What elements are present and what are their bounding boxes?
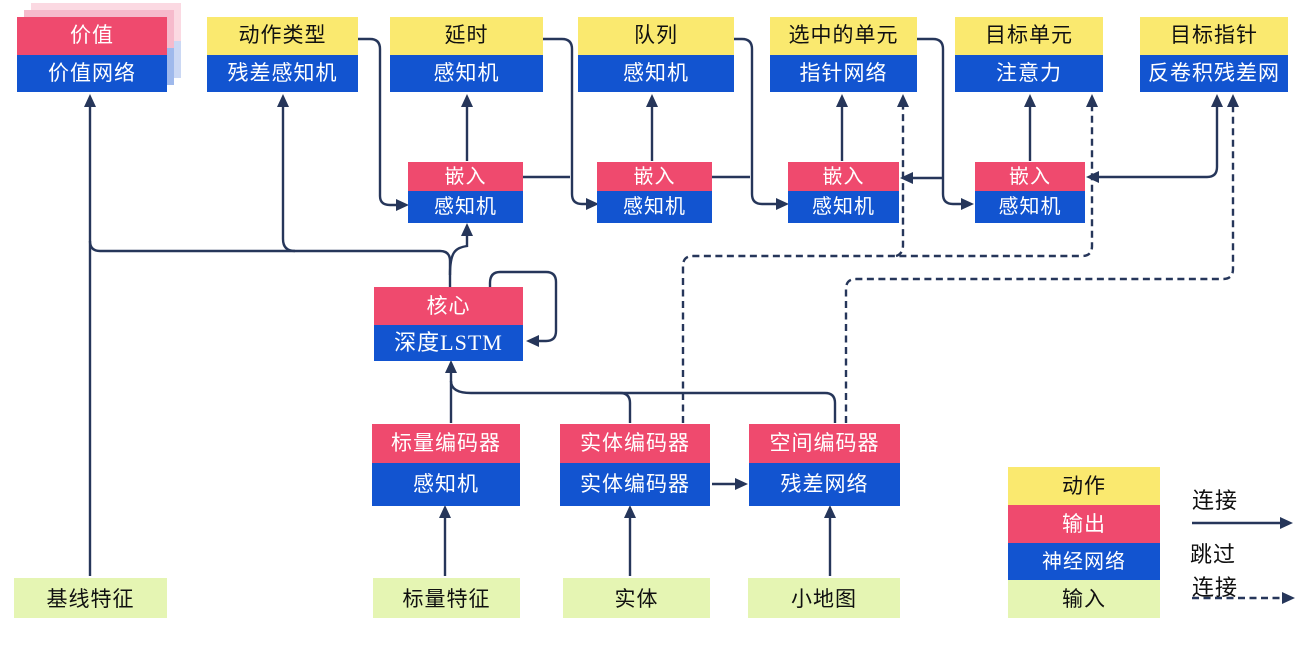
skip-spatial-to-target-point <box>844 94 1239 423</box>
spatial-encoder-label: 空间编码器 <box>749 424 900 463</box>
queue-network: 感知机 <box>578 54 734 92</box>
node-embed-2: 嵌入 感知机 <box>597 162 712 223</box>
edge-entity-encoder-merge <box>600 391 632 423</box>
node-embed-1: 嵌入 感知机 <box>408 162 523 223</box>
legend-action-label: 动作 <box>1008 467 1160 505</box>
action-type-label: 动作类型 <box>207 17 358 55</box>
legend-dashed-arrow-label-2: 连接 <box>1192 575 1239 600</box>
embed1-label: 嵌入 <box>408 162 523 191</box>
node-entity-encoder: 实体编码器 实体编码器 <box>560 424 710 506</box>
edge-action-type-to-embed1 <box>358 37 409 211</box>
input-baseline-features: 基线特征 <box>14 578 167 618</box>
edge-core-output-left <box>88 240 452 287</box>
value-network-label: 价值网络 <box>17 54 167 92</box>
spatial-encoder-network: 残差网络 <box>749 463 900 506</box>
edge-delay-to-embed2 <box>543 37 599 210</box>
node-scalar-encoder: 标量编码器 感知机 <box>372 424 520 506</box>
node-embed-3: 嵌入 感知机 <box>788 162 899 223</box>
node-action-type: 动作类型 残差感知机 <box>207 17 358 92</box>
core-network: 深度LSTM <box>374 325 523 361</box>
core-label: 核心 <box>374 287 523 325</box>
embed4-label: 嵌入 <box>975 162 1085 191</box>
edge-selected-units-to-embed4 <box>917 37 974 210</box>
input-minimap: 小地图 <box>748 578 900 618</box>
node-delay: 延时 感知机 <box>390 17 543 92</box>
node-target-unit: 目标单元 注意力 <box>955 17 1103 92</box>
embed3-network: 感知机 <box>788 191 899 223</box>
legend: 动作 输出 神经网络 输入 <box>1008 467 1160 618</box>
node-value: 价值 价值网络 <box>17 17 167 92</box>
node-queue: 队列 感知机 <box>578 17 734 92</box>
edge-spatial-encoder-merge <box>449 380 837 423</box>
scalar-encoder-label: 标量编码器 <box>372 424 520 463</box>
embed2-network: 感知机 <box>597 191 712 223</box>
node-target-point: 目标指针 反卷积残差网 <box>1140 17 1288 92</box>
legend-network-label: 神经网络 <box>1008 543 1160 580</box>
delay-label: 延时 <box>390 17 543 55</box>
edge-core-to-action-type <box>277 94 296 253</box>
selected-units-label: 选中的单元 <box>770 17 917 55</box>
target-unit-label: 目标单元 <box>955 17 1103 55</box>
scalar-encoder-network: 感知机 <box>372 463 520 506</box>
delay-network: 感知机 <box>390 54 543 92</box>
node-spatial-encoder: 空间编码器 残差网络 <box>749 424 900 506</box>
entity-encoder-network: 实体编码器 <box>560 463 710 506</box>
target-unit-network: 注意力 <box>955 54 1103 92</box>
target-point-label: 目标指针 <box>1140 17 1288 55</box>
input-entities: 实体 <box>563 578 710 618</box>
edge-embed4-target-point <box>1086 94 1223 183</box>
node-core: 核心 深度LSTM <box>374 287 523 361</box>
skip-entity-to-selected-units <box>895 94 909 258</box>
value-output-label: 价值 <box>17 17 167 55</box>
node-selected-units: 选中的单元 指针网络 <box>770 17 917 92</box>
node-embed-4: 嵌入 感知机 <box>975 162 1085 223</box>
skip-entity-to-target-unit <box>681 94 1098 423</box>
input-scalar-features: 标量特征 <box>373 578 520 618</box>
embed3-label: 嵌入 <box>788 162 899 191</box>
embed4-network: 感知机 <box>975 191 1085 223</box>
embed1-network: 感知机 <box>408 191 523 223</box>
edge-core-self-loop <box>488 270 558 347</box>
selected-units-network: 指针网络 <box>770 54 917 92</box>
target-point-network: 反卷积残差网 <box>1140 54 1288 92</box>
legend-input-label: 输入 <box>1008 580 1160 618</box>
queue-label: 队列 <box>578 17 734 55</box>
legend-solid-arrow-label: 连接 <box>1192 488 1239 513</box>
legend-dashed-arrow-label-1: 跳过 <box>1190 542 1237 567</box>
legend-output-label: 输出 <box>1008 505 1160 543</box>
embed2-label: 嵌入 <box>597 162 712 191</box>
action-type-network: 残差感知机 <box>207 54 358 92</box>
edge-core-to-embed1 <box>448 223 473 276</box>
entity-encoder-label: 实体编码器 <box>560 424 710 463</box>
edge-queue-to-embed3 <box>734 37 789 210</box>
